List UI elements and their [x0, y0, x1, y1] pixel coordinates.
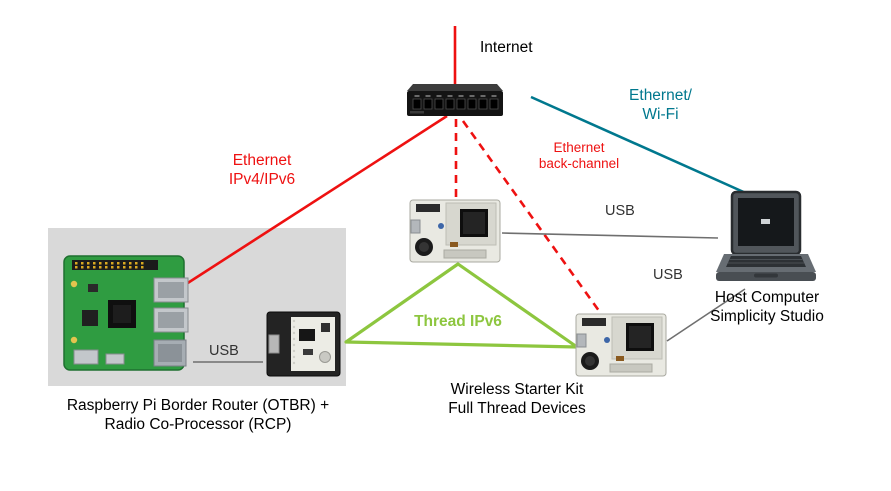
wstk-board-1-icon: [408, 198, 502, 269]
usb-label-rcp: USB: [209, 343, 239, 359]
thread-ipv6-triangle: [344, 262, 579, 349]
ethernet-wifi-label: Ethernet/ Wi-Fi: [629, 87, 692, 123]
usb-line-wstk1-laptop: [501, 232, 719, 239]
usb-line-wstk2-laptop: [666, 288, 746, 342]
ethernet-wifi-line: [530, 95, 758, 200]
host-laptop-icon: [712, 190, 816, 295]
host-caption: Host Computer Simplicity Studio: [710, 289, 824, 325]
ethernet-ipv4-line: [179, 114, 448, 290]
usb-label-wstk1: USB: [605, 203, 635, 219]
rpi-caption: Raspberry Pi Border Router (OTBR) + Radi…: [66, 397, 330, 433]
thread-ipv6-label: Thread IPv6: [414, 313, 502, 330]
ethernet-switch-icon: [407, 84, 503, 121]
internet-label: Internet: [480, 39, 533, 56]
raspberry-pi-icon: [58, 244, 192, 385]
wstk-board-2-icon: [574, 312, 668, 383]
rcp-board-icon: [263, 309, 343, 384]
backchannel-line-wstk2: [461, 120, 614, 330]
ethernet-backchannel-label: Ethernet back-channel: [538, 140, 620, 172]
wstk-caption: Wireless Starter Kit Full Thread Devices: [448, 381, 586, 417]
ethernet-ipv4-label: Ethernet IPv4/IPv6: [228, 152, 296, 188]
usb-label-wstk2: USB: [653, 267, 683, 283]
